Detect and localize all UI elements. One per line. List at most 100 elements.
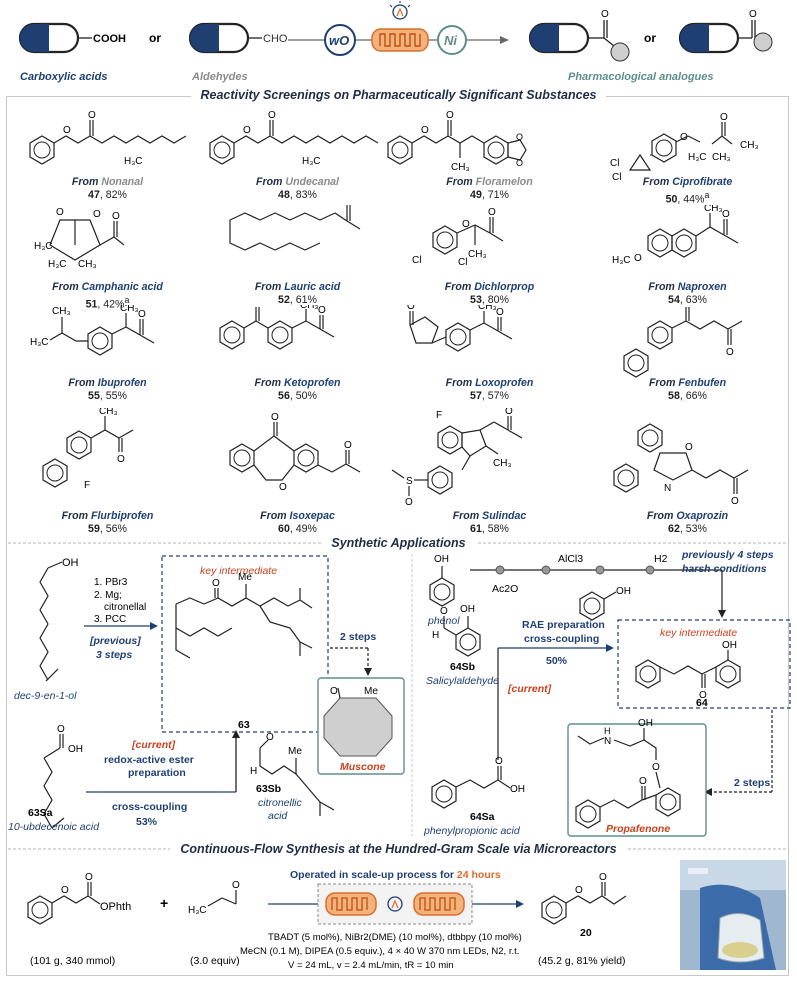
- structure-49: O O CH₃ OO: [387, 110, 527, 173]
- svg-text:key intermediate: key intermediate: [200, 565, 277, 577]
- svg-text:CH₃: CH₃: [99, 408, 118, 417]
- pharma-analogues-label: Pharmacological analogues: [568, 71, 714, 83]
- svg-text:H₃C: H₃C: [688, 152, 707, 163]
- flask-photo: [680, 860, 786, 970]
- svg-text:O: O: [88, 110, 96, 121]
- svg-text:H₃C: H₃C: [48, 259, 67, 270]
- svg-text:O: O: [516, 132, 523, 142]
- svg-text:CH₃: CH₃: [493, 458, 512, 469]
- svg-text:H₃C: H₃C: [30, 337, 49, 348]
- svg-text:OH: OH: [460, 604, 475, 615]
- svg-text:O: O: [56, 207, 64, 218]
- svg-text:RAE preparation: RAE preparation: [522, 619, 605, 631]
- svg-text:H₃C: H₃C: [34, 241, 53, 252]
- carboxylic-acids-label: Carboxylic acids: [20, 71, 107, 83]
- structure-phenol: OH: [429, 554, 455, 607]
- svg-text:cross-coupling: cross-coupling: [112, 801, 187, 813]
- svg-text:63: 63: [238, 719, 250, 731]
- lamp-icon: [389, 1, 411, 20]
- photoreactor-icon: [325, 892, 377, 916]
- svg-text:O: O: [440, 606, 448, 617]
- svg-text:O: O: [112, 211, 120, 222]
- svg-text:O: O: [731, 496, 739, 507]
- svg-text:2 steps: 2 steps: [340, 631, 376, 643]
- svg-text:F: F: [436, 410, 442, 421]
- svg-text:O: O: [61, 885, 69, 896]
- svg-text:OH: OH: [722, 640, 737, 651]
- svg-text:wO: wO: [329, 33, 349, 48]
- svg-text:TBADT (5 mol%), NiBr2(DME) (10: TBADT (5 mol%), NiBr2(DME) (10 mol%), dt…: [268, 932, 522, 943]
- svg-text:OH: OH: [68, 744, 83, 755]
- svg-text:H₃C: H₃C: [612, 255, 631, 266]
- svg-text:CH₃: CH₃: [300, 305, 319, 311]
- svg-text:O: O: [232, 880, 240, 891]
- svg-text:Propafenone: Propafenone: [606, 823, 670, 835]
- structure-47: O O H₃C: [29, 110, 187, 167]
- ophth-label: OPhth: [100, 901, 131, 913]
- svg-text:Cl: Cl: [458, 257, 467, 268]
- svg-text:CH₃: CH₃: [52, 306, 71, 317]
- section-title-synthetic: Synthetic Applications: [0, 536, 797, 550]
- aldehydes-label: Aldehydes: [191, 71, 248, 83]
- structure-63sa: OOH: [43, 724, 83, 829]
- structure-64sb: OH O H: [432, 604, 481, 657]
- key-intermediate-box-64: [617, 619, 791, 709]
- svg-text:3. PCC: 3. PCC: [94, 614, 126, 625]
- svg-text:H2: H2: [654, 553, 668, 565]
- svg-text:O: O: [749, 9, 757, 20]
- svg-text:H₃C: H₃C: [302, 156, 321, 167]
- svg-text:CH₃: CH₃: [120, 305, 139, 314]
- svg-text:O: O: [575, 885, 583, 896]
- svg-text:Me: Me: [288, 746, 302, 757]
- structure-60: O O O: [229, 412, 361, 493]
- svg-text:[current]: [current]: [507, 683, 552, 695]
- svg-text:key intermediate: key intermediate: [660, 627, 737, 639]
- svg-text:O: O: [266, 732, 274, 743]
- structure-48: O O H₃C: [209, 110, 379, 167]
- svg-text:O: O: [243, 125, 251, 136]
- previous-steps: 3 steps: [96, 649, 132, 661]
- flow-synthesis-scheme: O O OPhth + H₃C O (101 g, 340 mmol) (3.0…: [27, 860, 786, 971]
- structure-phenol-small: OH: [579, 586, 631, 621]
- svg-text:O: O: [330, 686, 338, 697]
- svg-text:O: O: [57, 724, 65, 735]
- svg-text:O: O: [683, 305, 691, 308]
- structure-56: O CH₃ O: [219, 305, 335, 350]
- svg-text:CH₃: CH₃: [78, 259, 97, 270]
- svg-text:O: O: [685, 442, 693, 453]
- structure-64: O OH: [635, 640, 741, 701]
- structure-muscone: O Me: [323, 686, 393, 757]
- reagent1-amount: (101 g, 340 mmol): [30, 955, 115, 967]
- svg-text:H₃C: H₃C: [124, 156, 143, 167]
- svg-text:64Sa: 64Sa: [470, 811, 495, 823]
- lamp-icon: [387, 896, 403, 912]
- svg-text:50%: 50%: [546, 655, 568, 667]
- ni-catalyst-icon: Ni: [437, 25, 467, 55]
- svg-text:O: O: [488, 207, 496, 218]
- dec-label: dec-9-en-1-ol: [14, 690, 77, 702]
- svg-text:Ac2O: Ac2O: [492, 583, 518, 595]
- svg-text:CH₃: CH₃: [712, 152, 731, 163]
- header-scheme: COOH or CHO wO Ni O or: [18, 1, 773, 83]
- section-title-reactivity: Reactivity Screenings on Pharmaceuticall…: [0, 88, 797, 102]
- svg-text:Ni: Ni: [444, 33, 457, 48]
- svg-text:citronellal: citronellal: [104, 602, 146, 613]
- svg-text:O: O: [93, 209, 101, 220]
- svg-text:1. PBr3: 1. PBr3: [94, 577, 128, 588]
- svg-text:O: O: [138, 309, 146, 320]
- svg-text:10-ubdecenoic acid: 10-ubdecenoic acid: [8, 821, 100, 833]
- structure-58: O O: [623, 305, 743, 378]
- or-label-1: or: [149, 31, 161, 45]
